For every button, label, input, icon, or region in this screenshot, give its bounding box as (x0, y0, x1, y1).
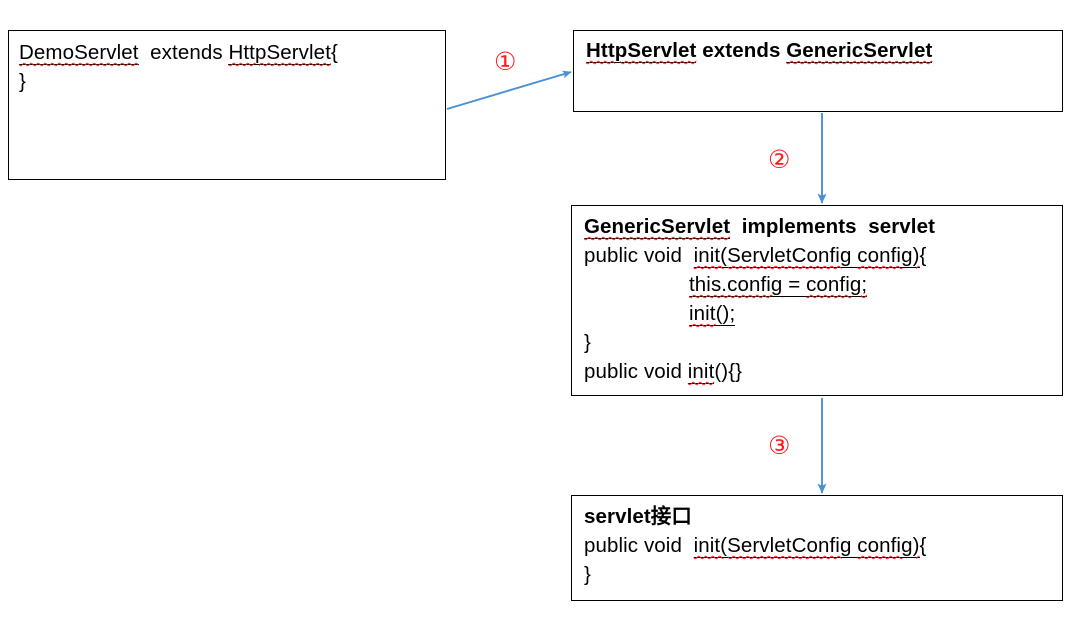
generic-servlet-implements-clause: implements servlet (730, 215, 936, 238)
http-servlet-superclass-name: GenericServlet (786, 39, 933, 63)
http-servlet-line-1: HttpServlet extends GenericServlet (586, 36, 1062, 65)
generic-servlet-init-param: config) (857, 244, 920, 268)
generic-servlet-line-2: public void init(ServletConfig config){ (584, 241, 1062, 270)
generic-servlet-config-value: config; (806, 273, 868, 297)
generic-servlet-line-3: this.config = config; (584, 270, 1062, 299)
arrow-demo-to-http (446, 70, 572, 110)
generic-servlet-init-call-name: init (689, 302, 716, 326)
marker-1-circled-number: ① (494, 47, 517, 76)
servlet-interface-line-1: servlet接口 (584, 505, 693, 528)
generic-servlet-line-5: } (584, 331, 591, 354)
servlet-interface-init-param: config) (857, 534, 920, 558)
generic-servlet-noarg-init-body: (){} (714, 360, 743, 383)
servlet-interface-init-signature: init(ServletConfig (693, 534, 852, 558)
demo-servlet-line-1: DemoServlet extends HttpServlet{ (19, 38, 445, 67)
generic-servlet-init-signature: init(ServletConfig (693, 244, 852, 268)
generic-servlet-class-name: GenericServlet (584, 215, 731, 239)
http-servlet-class-name: HttpServlet (586, 39, 697, 63)
box-http-servlet[interactable]: HttpServlet extends GenericServlet (573, 30, 1063, 112)
generic-servlet-line-6: public void init(){} (584, 357, 1062, 386)
demo-servlet-line-3: } (19, 70, 26, 93)
generic-servlet-noarg-init-modifiers: public void (584, 360, 688, 383)
servlet-interface-line-3: } (584, 563, 591, 586)
http-servlet-extends-keyword: extends (696, 39, 787, 62)
demo-servlet-superclass-name: HttpServlet (228, 41, 331, 65)
generic-servlet-assign-operator: = (782, 273, 807, 297)
servlet-interface-line-2: public void init(ServletConfig config){ (584, 531, 1062, 560)
demo-servlet-class-name: DemoServlet (19, 41, 139, 65)
box-servlet-interface[interactable]: servlet接口 public void init(ServletConfig… (571, 495, 1063, 601)
demo-servlet-extends-keyword: extends (138, 41, 229, 64)
box-generic-servlet[interactable]: GenericServlet implements servlet public… (571, 205, 1063, 396)
servlet-interface-init-modifiers: public void (584, 534, 694, 557)
generic-servlet-line-4: init(); (584, 299, 1062, 328)
generic-servlet-init-open-brace: { (919, 244, 927, 267)
servlet-interface-init-open-brace: { (919, 534, 927, 557)
generic-servlet-line-1: GenericServlet implements servlet (584, 212, 1062, 241)
generic-servlet-init-call-parens: (); (715, 302, 736, 326)
generic-servlet-this-config: this.config (689, 273, 783, 297)
marker-2-circled-number: ② (768, 145, 791, 174)
generic-servlet-noarg-init-name: init (687, 360, 715, 384)
marker-3-circled-number: ③ (768, 431, 791, 460)
box-demo-servlet[interactable]: DemoServlet extends HttpServlet{ } (8, 30, 446, 180)
generic-servlet-init-modifiers: public void (584, 244, 694, 267)
demo-servlet-open-brace: { (330, 41, 338, 64)
